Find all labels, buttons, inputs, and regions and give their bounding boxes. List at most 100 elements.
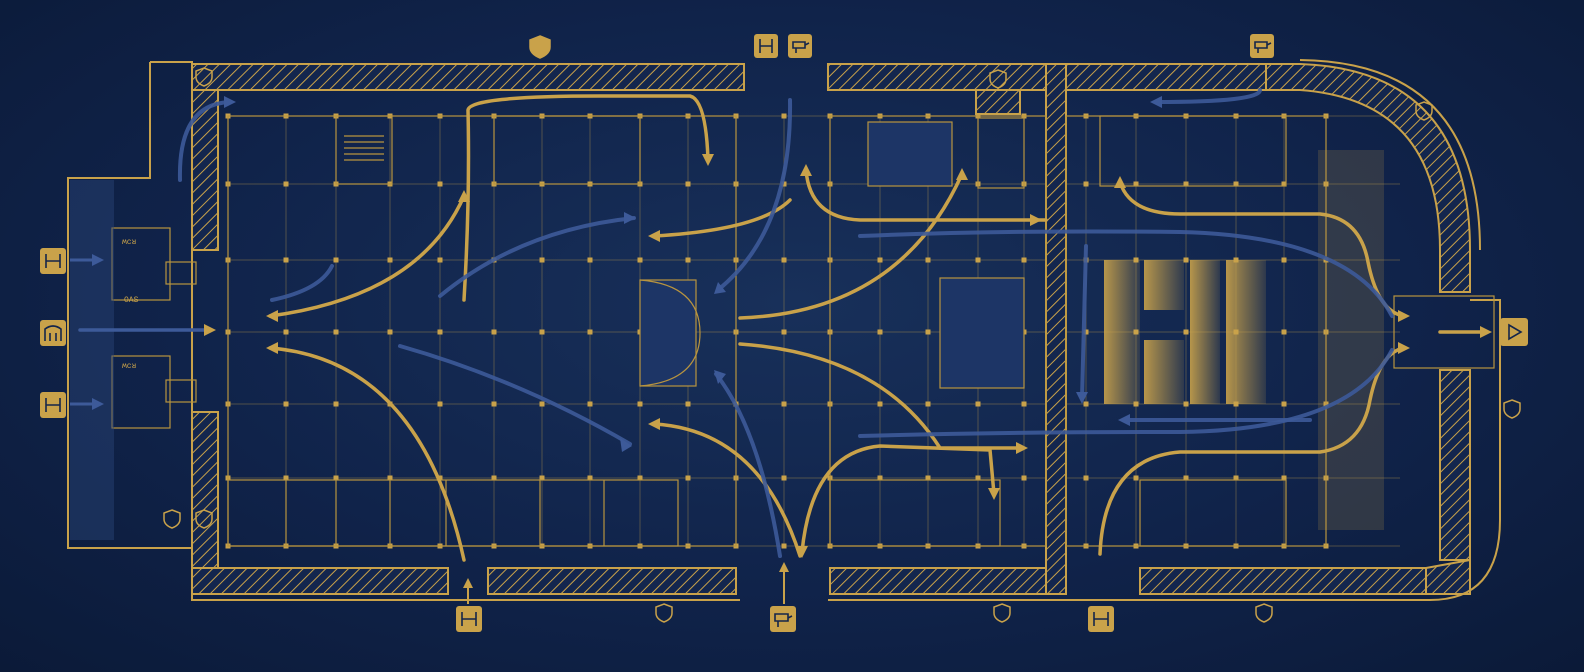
- flow-blue-nw-entry: [177, 100, 232, 182]
- room-south-east-offices: [1139, 479, 1287, 547]
- arrowhead: [714, 370, 726, 384]
- west-entry-arrows: [70, 258, 789, 604]
- stair-nw: [335, 115, 393, 185]
- room-east-hall: [939, 277, 1025, 389]
- column-node: [1021, 401, 1027, 407]
- column-node: [491, 401, 497, 407]
- column-node: [387, 329, 393, 335]
- column-node: [283, 401, 289, 407]
- column-node: [587, 401, 593, 407]
- column-grid: [225, 113, 1400, 549]
- turnstile-icon[interactable]: [456, 606, 482, 632]
- arrowhead: [796, 546, 808, 558]
- wall-north-east: [1065, 63, 1267, 91]
- flow-gold-stage-north: [652, 198, 792, 238]
- column-node: [781, 401, 787, 407]
- security-shield-icon: [163, 509, 181, 529]
- column-node: [925, 329, 931, 335]
- column-node: [1281, 181, 1287, 187]
- flow-blue-east-upper: [858, 229, 1394, 318]
- exit-arrow-icon[interactable]: [1500, 318, 1528, 346]
- column-node: [685, 475, 691, 481]
- seating-block: [1104, 150, 1384, 530]
- column-node: [1281, 329, 1287, 335]
- west-corridor-fill: [70, 180, 114, 540]
- flow-blue-south-arc: [398, 344, 632, 446]
- turnstile-icon[interactable]: [40, 248, 66, 274]
- arrowhead: [458, 190, 470, 202]
- flow-gold-south-loop: [800, 444, 996, 554]
- seating-col-2-bottom: [1144, 340, 1184, 404]
- column-node: [587, 475, 593, 481]
- column-node: [781, 181, 787, 187]
- turnstile-icon[interactable]: [40, 392, 66, 418]
- wall-south-mid-west: [487, 567, 737, 595]
- column-node: [925, 401, 931, 407]
- column-node: [1183, 475, 1189, 481]
- security-shield-icon: [993, 603, 1011, 623]
- wall-north-mid: [827, 63, 1053, 91]
- column-node: [637, 257, 643, 263]
- column-node: [1233, 181, 1239, 187]
- wall-east-lower: [1439, 369, 1471, 561]
- arrowhead: [1150, 96, 1162, 108]
- column-node: [333, 401, 339, 407]
- flow-gold-east-rise: [738, 172, 964, 320]
- arrowhead: [956, 168, 968, 180]
- column-node: [781, 257, 787, 263]
- security-shield-icon: [195, 509, 213, 529]
- column-node: [637, 401, 643, 407]
- column-node: [1083, 181, 1089, 187]
- column-node: [333, 329, 339, 335]
- security-shield-icon: [529, 35, 551, 59]
- arrowhead: [624, 212, 636, 224]
- arrowhead: [1398, 342, 1410, 354]
- column-node: [539, 329, 545, 335]
- column-node: [387, 257, 393, 263]
- wall-north-east-curve: [1265, 63, 1471, 293]
- column-node: [685, 181, 691, 187]
- arrowhead: [266, 310, 278, 322]
- security-camera-icon[interactable]: [788, 34, 812, 58]
- interior-rooms: [70, 115, 1287, 547]
- column-node: [781, 543, 787, 549]
- security-shield-icon: [655, 603, 673, 623]
- column-node: [1083, 329, 1089, 335]
- column-node: [1021, 257, 1027, 263]
- gate-icon[interactable]: [40, 320, 66, 346]
- column-node: [637, 475, 643, 481]
- flow-blue-seating-drop: [1080, 244, 1088, 400]
- arrowhead: [714, 282, 726, 294]
- flow-gold-sw-curve: [268, 346, 466, 562]
- column-node: [1281, 475, 1287, 481]
- column-node: [491, 329, 497, 335]
- column-node: [491, 475, 497, 481]
- flow-blue-east-lower: [858, 348, 1394, 438]
- security-camera-icon[interactable]: [1250, 34, 1274, 58]
- column-node: [437, 257, 443, 263]
- column-node: [685, 401, 691, 407]
- column-node: [877, 329, 883, 335]
- seating-col-1: [1104, 260, 1140, 404]
- stair-north: [977, 117, 1025, 189]
- column-node: [1183, 181, 1189, 187]
- column-node: [1281, 257, 1287, 263]
- column-node: [1281, 401, 1287, 407]
- room-south-mid-block: [829, 479, 1001, 547]
- arrowhead: [1076, 392, 1088, 404]
- column-node: [877, 257, 883, 263]
- turnstile-icon[interactable]: [754, 34, 778, 58]
- room-label-top: ʍcᴚ: [122, 238, 136, 247]
- icon-markers: [40, 34, 1528, 632]
- arrowhead: [1016, 442, 1028, 454]
- turnstile-icon[interactable]: [1088, 606, 1114, 632]
- arrowhead: [1118, 414, 1130, 426]
- column-node: [781, 475, 787, 481]
- security-camera-icon[interactable]: [770, 606, 796, 632]
- stair-treads-nw: [344, 135, 384, 161]
- wall-west-lower: [191, 411, 219, 569]
- column-node: [877, 475, 883, 481]
- column-node: [437, 401, 443, 407]
- arrowhead: [224, 96, 236, 108]
- arrowhead: [266, 342, 278, 354]
